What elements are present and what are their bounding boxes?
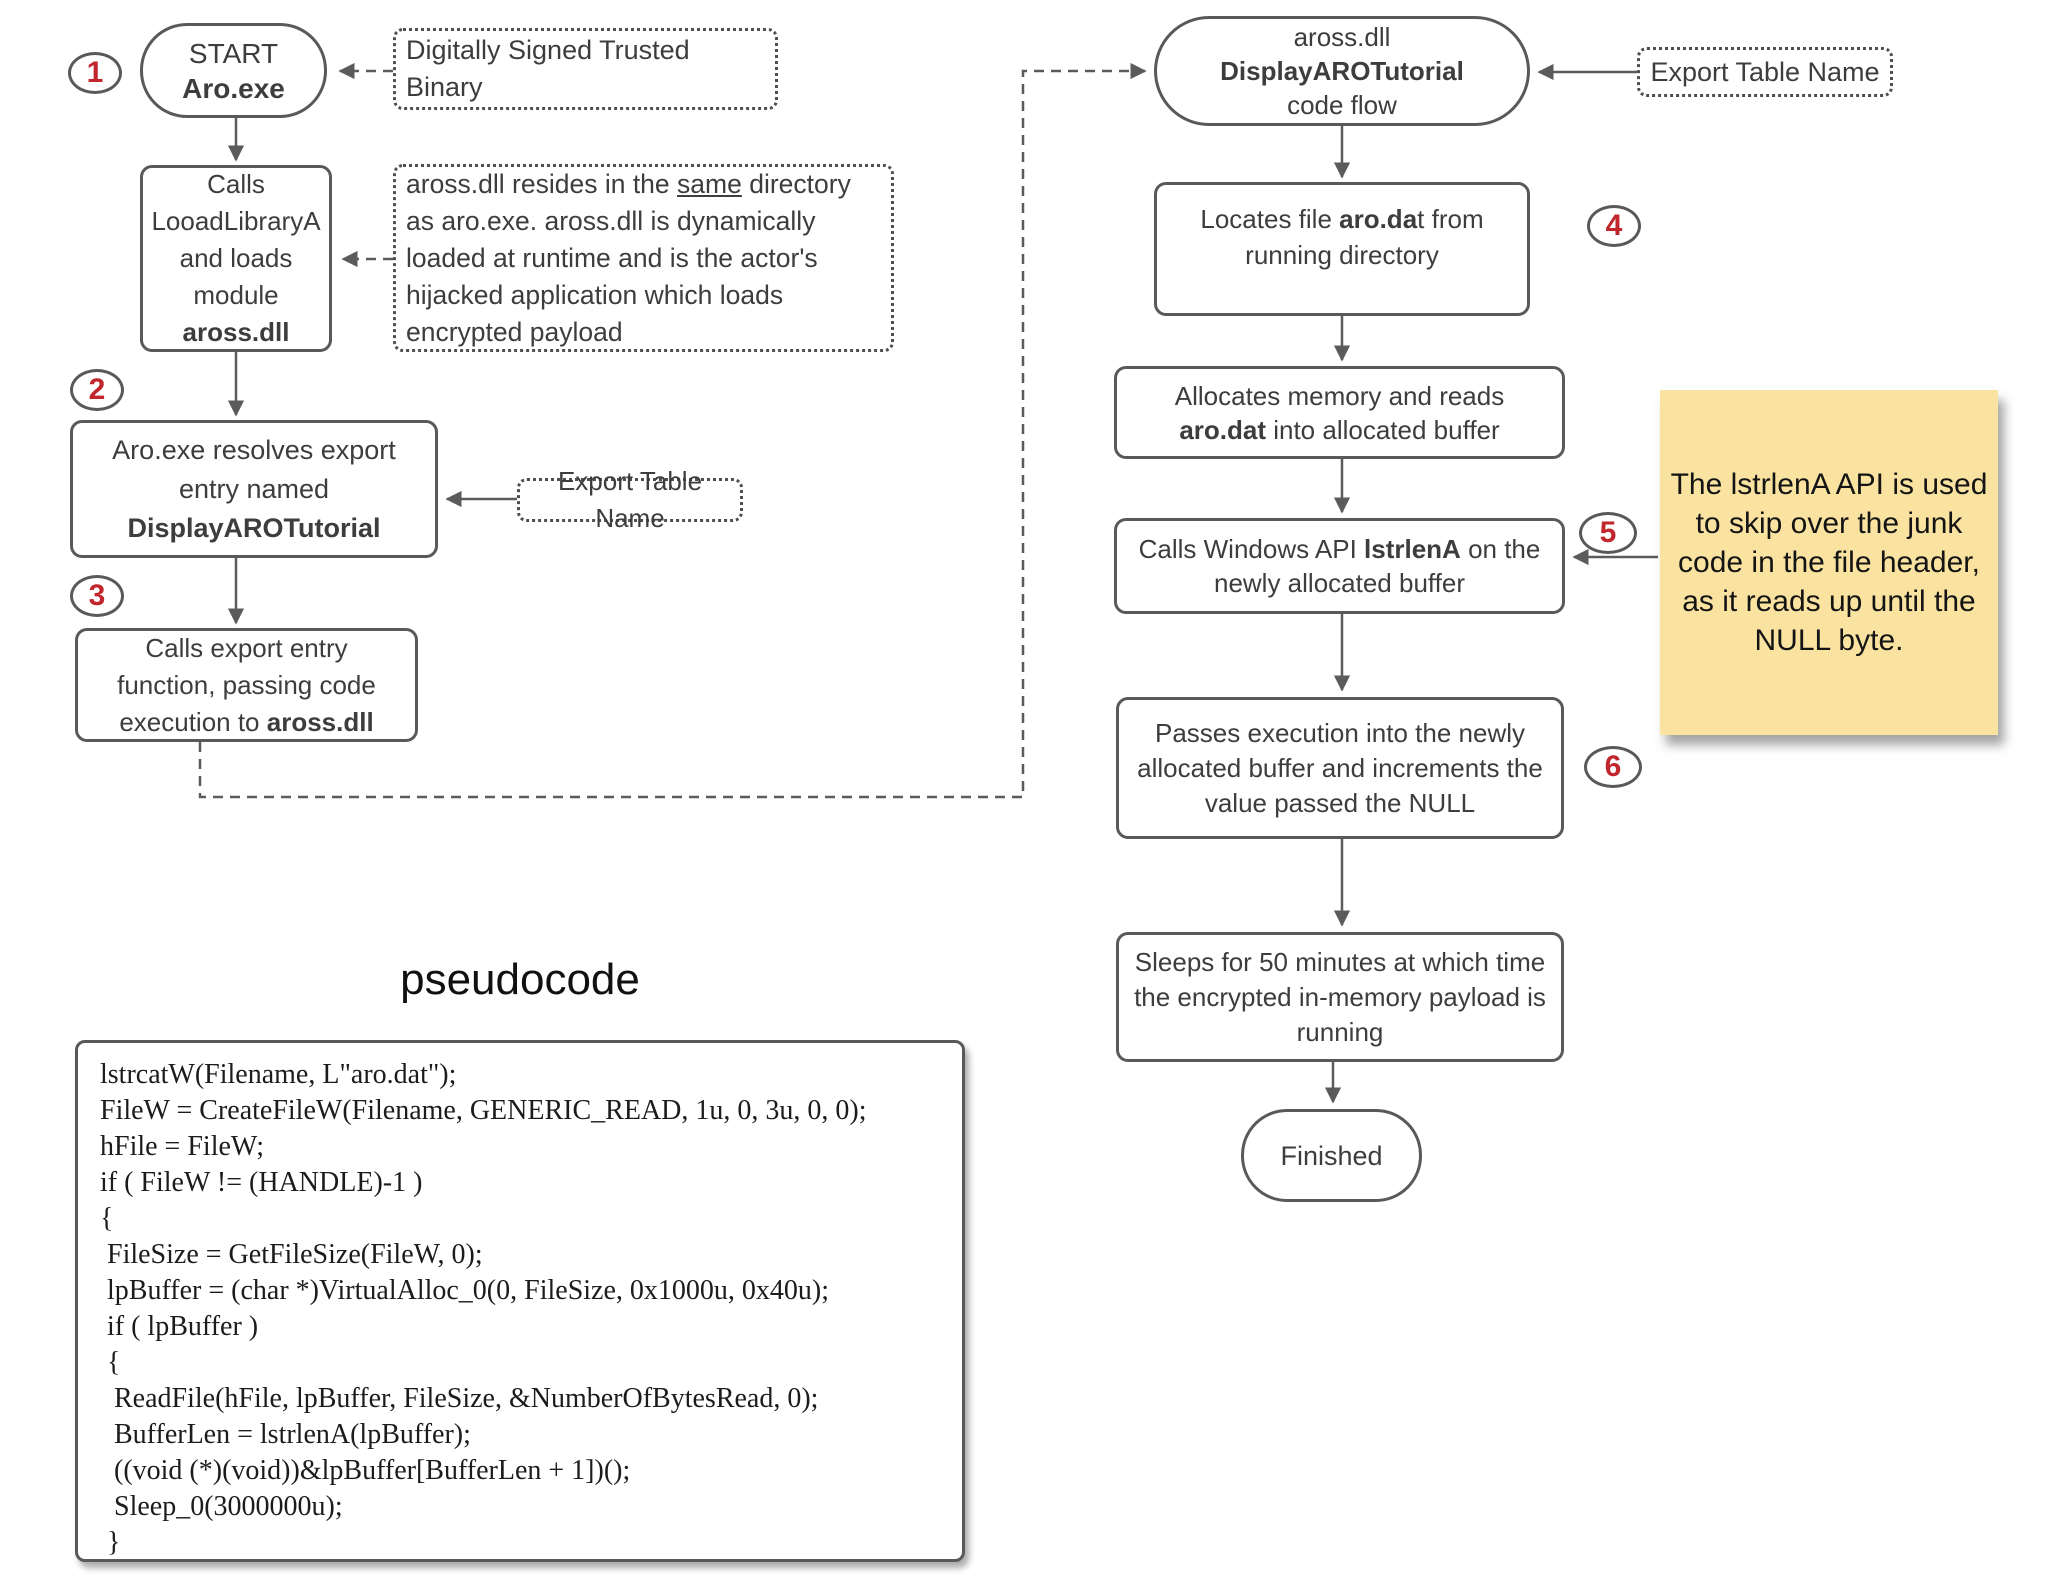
text-line: Locates file aro.dat from [1200, 204, 1484, 234]
text-line: Calls Windows API lstrlenA on the [1138, 534, 1541, 564]
flow-node-passes-execution: Passes execution into the newly allocated… [1116, 697, 1564, 839]
step-badge-3: 3 [70, 575, 124, 617]
step-number: 6 [1604, 750, 1622, 783]
text-line: as aro.exe. aross.dll is dynamically [406, 205, 816, 236]
text-line: and loads [179, 243, 293, 273]
text-line: Passes execution into the newly [1155, 717, 1525, 748]
flow-node-finished: Finished [1241, 1109, 1422, 1202]
pseudocode-box: lstrcatW(Filename, L"aro.dat"); FileW = … [75, 1040, 965, 1562]
step-badge-1: 1 [68, 52, 122, 94]
text-line: encrypted payload [406, 316, 623, 347]
step-number: 3 [88, 579, 106, 612]
flow-node-sleeps-50-minutes: Sleeps for 50 minutes at which time the e… [1116, 932, 1564, 1062]
text-line: NULL byte. [1754, 624, 1904, 657]
step-badge-4: 4 [1587, 205, 1641, 247]
pseudocode-title: pseudocode [400, 955, 640, 1004]
text-line: Aro.exe resolves export [112, 434, 396, 465]
step-number: 2 [88, 373, 106, 406]
node-label: Finished [1280, 1140, 1383, 1171]
text-line: Aro.exe [182, 72, 285, 104]
text-line: hijacked application which loads [406, 279, 784, 310]
text-line: Binary [406, 72, 483, 102]
note-export-table-name-right: Export Table Name [1637, 47, 1893, 97]
text-line: aro.dat into allocated buffer [1179, 414, 1500, 445]
text-line: DisplayAROTutorial [1220, 56, 1464, 86]
note-aross-directory: aross.dll resides in the same directory a… [393, 164, 894, 352]
text-line: running [1296, 1016, 1384, 1047]
text-line: execution to aross.dll [119, 706, 374, 737]
step-badge-5: 5 [1579, 512, 1637, 554]
text-line: Sleeps for 50 minutes at which time [1134, 946, 1546, 977]
text-line: LooadLibraryA [151, 206, 321, 236]
text-line: aross.dll [1293, 22, 1391, 52]
note-label: Export Table Name [1650, 56, 1880, 87]
pseudocode-text: lstrcatW(Filename, L"aro.dat"); FileW = … [100, 1059, 867, 1558]
text-line: Allocates memory and reads [1174, 380, 1505, 411]
text-line: aross.dll resides in the same directory [406, 168, 851, 199]
text-line: to skip over the junk [1695, 507, 1963, 540]
text-line: module [193, 280, 279, 310]
text-line: the encrypted in-memory payload is [1134, 981, 1546, 1012]
text-line: START [188, 37, 279, 69]
step-badge-6: 6 [1584, 746, 1642, 788]
text-line: Digitally Signed Trusted [406, 35, 690, 65]
flow-node-locates-arodat: Locates file aro.dat from running directo… [1154, 182, 1530, 316]
text-line: as it reads up until the [1682, 585, 1976, 618]
text-line: function, passing code [117, 669, 376, 700]
flow-node-calls-export-entry: Calls export entry function, passing code… [75, 628, 418, 742]
text-line: Calls [207, 169, 265, 199]
text-line: entry named [178, 473, 330, 504]
text-line: code flow [1287, 90, 1397, 120]
step-number: 1 [86, 56, 104, 89]
text-line: aross.dll [182, 317, 290, 347]
step-number: 5 [1599, 516, 1617, 549]
text-line: DisplayAROTutorial [127, 512, 381, 543]
note-label: Export Table Name [557, 466, 703, 533]
text-line: allocated buffer and increments the [1137, 752, 1543, 783]
text-line: running directory [1245, 240, 1439, 270]
flow-node-calls-lstrlena: Calls Windows API lstrlenA on the newly a… [1114, 518, 1565, 614]
text-line: newly allocated buffer [1213, 568, 1465, 598]
text-line: The lstrlenA API is used [1670, 468, 1988, 501]
step-badge-2: 2 [70, 369, 124, 411]
note-export-table-name-left: Export Table Name [517, 466, 743, 533]
sticky-note-lstrlena: The lstrlenA API is used to skip over the… [1660, 390, 1998, 735]
text-line: loaded at runtime and is the actor's [406, 242, 818, 273]
text-line: value passed the NULL [1204, 787, 1476, 818]
step-number: 4 [1605, 209, 1623, 242]
text-line: Calls export entry [145, 632, 348, 663]
text-line: code in the file header, [1678, 546, 1980, 579]
